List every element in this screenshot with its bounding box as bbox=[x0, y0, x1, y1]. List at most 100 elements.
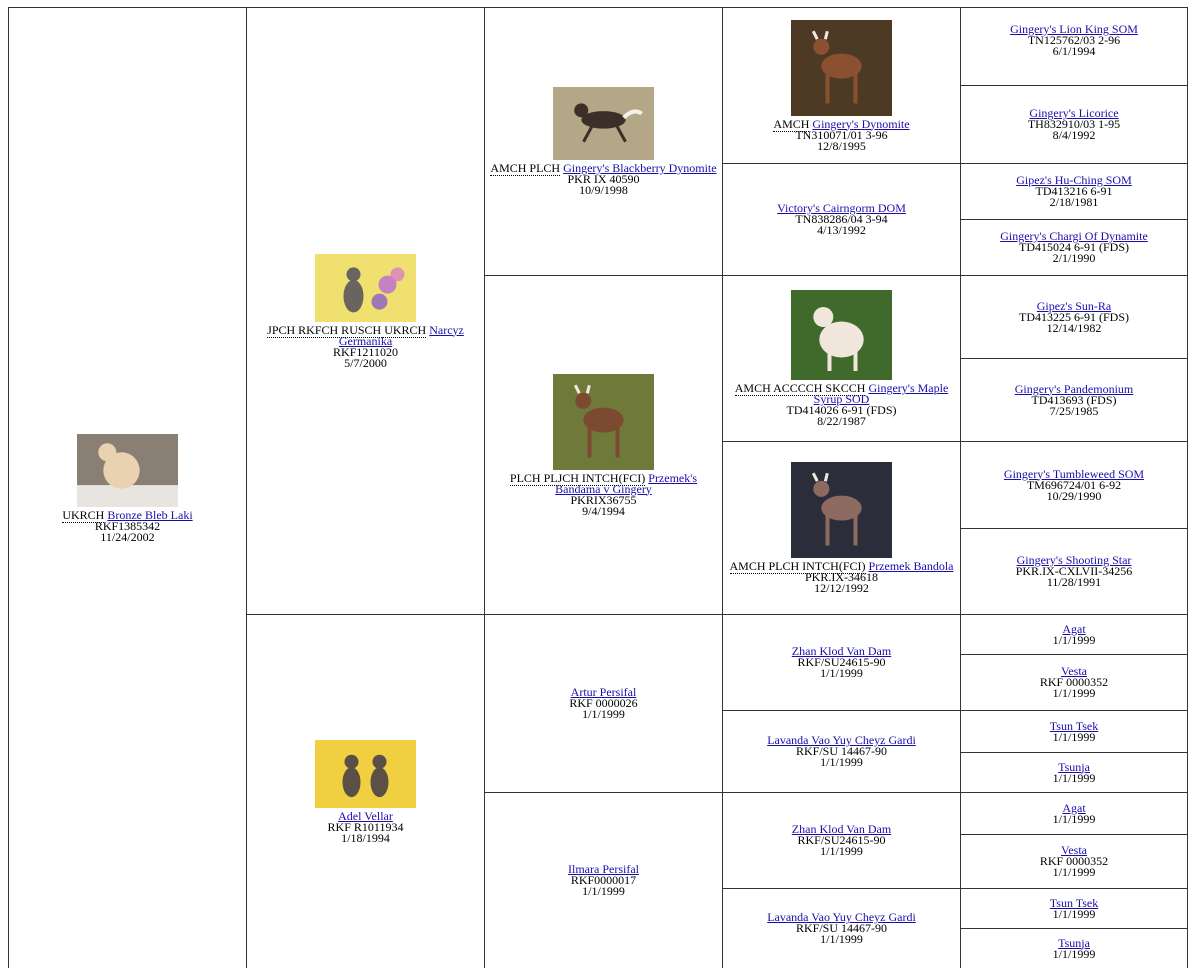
birth-date: 1/1/1999 bbox=[1052, 686, 1096, 700]
dog-link-ddd[interactable]: Lavanda Vao Yuy Cheyz Gardi bbox=[767, 910, 916, 924]
dog-link-g5[interactable]: Gingery's Chargi Of Dynamite bbox=[1000, 229, 1148, 243]
dog-link-g5[interactable]: Gipez's Sun-Ra bbox=[1036, 298, 1112, 313]
title-abbrev[interactable]: JPCH RKFCH RUSCH UKRCH bbox=[267, 322, 427, 338]
reg-number: RKF/SU24615-90 bbox=[797, 655, 886, 669]
birth-date: 1/1/1999 bbox=[820, 666, 863, 680]
reg-number: PKR.IX-CXLVII-34256 bbox=[1015, 564, 1133, 578]
dog-link-sds[interactable]: Gingery's Maple Syrup SOD bbox=[813, 381, 949, 406]
ggp-cell-ssd: Victory's Cairngorm DOM TN838286/04 3-94… bbox=[722, 163, 960, 275]
birth-date: 7/25/1985 bbox=[1049, 403, 1099, 418]
birth-date: 11/24/2002 bbox=[100, 529, 155, 544]
sire-sire-cell: AMCH PLCH Gingery's Blackberry Dynomite … bbox=[484, 7, 722, 275]
reg-number: RKF1211020 bbox=[333, 344, 398, 359]
pedigree-table: UKRCH Bronze Bleb Laki RKF1385342 11/24/… bbox=[8, 7, 1188, 975]
birth-date: 1/1/1999 bbox=[820, 932, 863, 946]
dog-link-g5[interactable]: Tsun Tsek bbox=[1049, 718, 1099, 733]
reg-number: TN310071/01 3-96 bbox=[795, 127, 888, 142]
reg-number: RKF 0000352 bbox=[1039, 854, 1109, 868]
ggp-cell-sds: AMCH ACCCCH SKCCH Gingery's Maple Syrup … bbox=[722, 275, 960, 441]
dog-link-g5[interactable]: Gipez's Hu-Ching SOM bbox=[1016, 173, 1132, 187]
sire-dam-photo[interactable] bbox=[553, 373, 654, 470]
g5-cell: Vesta RKF 0000352 1/1/1999 bbox=[960, 834, 1188, 888]
reg-number: TN838286/04 3-94 bbox=[795, 212, 888, 226]
reg-number: RKF/SU 14467-90 bbox=[795, 744, 887, 758]
title-abbrev[interactable]: UKRCH bbox=[62, 507, 105, 523]
g5-cell: Gingery's Pandemonium TD413693 (FDS) 7/2… bbox=[960, 358, 1188, 441]
birth-date: 6/1/1994 bbox=[1052, 44, 1096, 58]
dog-link-dam[interactable]: Adel Vellar bbox=[338, 808, 393, 823]
dog-link-g5[interactable]: Gingery's Lion King SOM bbox=[1010, 22, 1138, 36]
ggp-photo-sds[interactable] bbox=[791, 290, 892, 380]
reg-number: PKRIX36755 bbox=[570, 492, 637, 507]
g5-cell: Gingery's Chargi Of Dynamite TD415024 6-… bbox=[960, 219, 1188, 275]
ggp-cell-ddd: Lavanda Vao Yuy Cheyz Gardi RKF/SU 14467… bbox=[722, 888, 960, 968]
title-abbrev[interactable]: AMCH PLCH INTCH(FCI) bbox=[729, 559, 866, 574]
dog-link-subject[interactable]: Bronze Bleb Laki bbox=[107, 507, 193, 522]
dog-link-dss[interactable]: Zhan Klod Van Dam bbox=[791, 644, 892, 658]
birth-date: 8/22/1987 bbox=[817, 414, 866, 428]
reg-number: PKR IX 40590 bbox=[567, 172, 640, 186]
sire-photo[interactable] bbox=[315, 253, 416, 322]
birth-date: 12/12/1992 bbox=[814, 581, 869, 595]
dog-link-g5[interactable]: Gingery's Tumbleweed SOM bbox=[1003, 466, 1145, 481]
dog-link-g5[interactable]: Tsun Tsek bbox=[1049, 895, 1099, 910]
reg-number: RKF0000017 bbox=[570, 873, 637, 887]
dog-link-sss[interactable]: Gingery's Dynomite bbox=[812, 116, 910, 131]
reg-number: TD413225 6-91 (FDS) bbox=[1019, 309, 1129, 324]
dog-link-sire-sire[interactable]: Gingery's Blackberry Dynomite bbox=[563, 161, 717, 175]
ggp-photo-sdd[interactable] bbox=[791, 462, 892, 558]
birth-date: 10/29/1990 bbox=[1046, 488, 1102, 503]
birth-date: 1/1/1999 bbox=[1052, 946, 1096, 961]
birth-date: 1/18/1994 bbox=[341, 830, 390, 845]
reg-number: TN125762/03 2-96 bbox=[1027, 33, 1121, 47]
title-abbrev[interactable]: AMCH PLCH bbox=[490, 161, 561, 176]
reg-number: TD413693 (FDS) bbox=[1031, 392, 1117, 407]
dam-dam-cell: Ilmara Persifal RKF0000017 1/1/1999 bbox=[484, 792, 722, 968]
dog-link-g5[interactable]: Agat bbox=[1062, 800, 1086, 815]
reg-number: TD415024 6-91 (FDS) bbox=[1019, 240, 1129, 254]
title-abbrev[interactable]: AMCH bbox=[773, 116, 810, 132]
dog-link-dam-dam[interactable]: Ilmara Persifal bbox=[568, 862, 639, 876]
birth-date: 1/1/1999 bbox=[1052, 811, 1096, 826]
dam-photo[interactable] bbox=[315, 739, 416, 808]
dog-link-g5[interactable]: Vesta bbox=[1061, 664, 1087, 678]
dog-link-g5[interactable]: Gingery's Shooting Star bbox=[1016, 553, 1132, 567]
reg-number: RKF 0000026 bbox=[569, 696, 638, 710]
dog-link-g5[interactable]: Gingery's Licorice bbox=[1029, 106, 1119, 120]
dog-link-sire-dam[interactable]: Przemek's Bandama v Gingery bbox=[555, 470, 698, 496]
reg-number: PKR.IX-34618 bbox=[804, 570, 878, 584]
g5-cell: Gingery's Tumbleweed SOM TM696724/01 6-9… bbox=[960, 441, 1188, 528]
g5-cell: Agat 1/1/1999 bbox=[960, 792, 1188, 834]
dog-link-dam-sire[interactable]: Artur Persifal bbox=[570, 685, 637, 699]
dog-link-dsd[interactable]: Lavanda Vao Yuy Cheyz Gardi bbox=[767, 733, 916, 747]
dog-link-sdd[interactable]: Przemek Bandola bbox=[868, 559, 954, 573]
title-abbrev[interactable]: PLCH PLJCH INTCH(FCI) bbox=[509, 470, 646, 486]
dog-link-g5[interactable]: Tsunja bbox=[1058, 935, 1090, 950]
g5-cell: Tsunja 1/1/1999 bbox=[960, 752, 1188, 792]
dog-link-g5[interactable]: Vesta bbox=[1061, 843, 1087, 857]
dog-link-g5[interactable]: Tsunja bbox=[1058, 759, 1090, 774]
dog-link-ssd[interactable]: Victory's Cairngorm DOM bbox=[777, 201, 906, 215]
sire-cell: JPCH RKFCH RUSCH UKRCH Narcyz Germanika … bbox=[246, 7, 484, 614]
ggp-cell-dsd: Lavanda Vao Yuy Cheyz Gardi RKF/SU 14467… bbox=[722, 710, 960, 792]
dog-link-g5[interactable]: Gingery's Pandemonium bbox=[1014, 381, 1134, 396]
g5-cell: Gipez's Hu-Ching SOM TD413216 6-91 2/18/… bbox=[960, 163, 1188, 219]
dog-link-dds[interactable]: Zhan Klod Van Dam bbox=[791, 822, 892, 836]
reg-number: RKF1385342 bbox=[94, 518, 161, 533]
dam-cell: Adel Vellar RKF R1011934 1/18/1994 bbox=[246, 614, 484, 968]
reg-number: TD414026 6-91 (FDS) bbox=[786, 403, 897, 417]
reg-number: RKF R1011934 bbox=[327, 819, 404, 834]
sire-sire-photo[interactable] bbox=[553, 87, 654, 160]
g5-cell: Gipez's Sun-Ra TD413225 6-91 (FDS) 12/14… bbox=[960, 275, 1188, 358]
birth-date: 11/28/1991 bbox=[1046, 575, 1102, 589]
reg-number: TH832910/03 1-95 bbox=[1027, 117, 1121, 131]
dog-link-g5[interactable]: Agat bbox=[1062, 621, 1086, 636]
subject-photo[interactable] bbox=[77, 433, 178, 507]
birth-date: 12/8/1995 bbox=[817, 138, 866, 153]
g5-cell: Tsunja 1/1/1999 bbox=[960, 928, 1188, 968]
title-abbrev[interactable]: AMCH ACCCCH SKCCH bbox=[734, 381, 866, 396]
subject-cell: UKRCH Bronze Bleb Laki RKF1385342 11/24/… bbox=[8, 7, 246, 968]
ggp-photo-sss[interactable] bbox=[791, 19, 892, 116]
dog-link-sire[interactable]: Narcyz Germanika bbox=[338, 322, 464, 348]
birth-date: 4/13/1992 bbox=[817, 223, 866, 237]
